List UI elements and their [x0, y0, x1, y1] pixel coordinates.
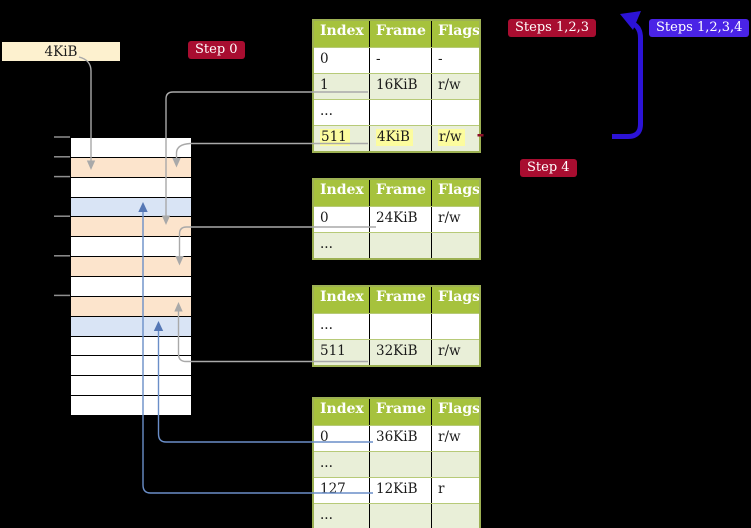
frame-cell: 24KiB: [369, 207, 431, 232]
flags-cell: [431, 100, 479, 125]
column-header-index: Index: [320, 182, 364, 198]
steps1234-badge: Steps 1,2,3,4: [649, 19, 750, 37]
table-row: ...: [314, 503, 479, 528]
index-cell: ...: [320, 317, 333, 333]
memory-cell: [71, 277, 191, 297]
column-header-flags: Flags: [431, 21, 479, 47]
column-header-index: Index: [320, 23, 364, 39]
column-header-flags: Flags: [431, 399, 479, 425]
index-cell: 127: [320, 481, 346, 497]
page-table-b: Index Frame Flags ... 511 32KiB r/w: [312, 285, 481, 367]
memory-tick-marks: [54, 136, 70, 297]
memory-cell: [71, 296, 191, 317]
table-header-row: Index Frame Flags: [314, 399, 479, 425]
step4-badge: Step 4: [520, 159, 577, 177]
table-row: 127 12KiB r: [314, 477, 479, 503]
table-header-row: Index Frame Flags: [314, 180, 479, 206]
memory-cell: [71, 257, 191, 278]
step0-badge: Step 0: [188, 41, 245, 59]
frame-cell: [369, 233, 431, 258]
frame-cell: 36KiB: [369, 426, 431, 451]
steps-loop-arrowhead-icon: [620, 11, 641, 30]
frame-cell: 12KiB: [369, 478, 431, 503]
index-cell: ...: [320, 455, 333, 471]
page-table-c: Index Frame Flags 0 36KiB r/w ... 127 12…: [312, 397, 481, 528]
frame-cell: [369, 100, 431, 125]
memory-cell: [71, 157, 191, 178]
index-cell: 0: [320, 429, 329, 445]
frame-cell: 4KiB: [369, 126, 431, 151]
table-row: ...: [314, 99, 479, 125]
highlight: r/w: [438, 129, 465, 146]
table-header-row: Index Frame Flags: [314, 21, 479, 47]
flags-cell: r: [431, 478, 479, 503]
memory-cell: [71, 177, 191, 198]
table-header-row: Index Frame Flags: [314, 287, 479, 313]
memory-cell: [71, 356, 191, 377]
frame-cell: [369, 452, 431, 477]
memory-cell: [71, 336, 191, 357]
steps-loop-arrow: [612, 21, 643, 139]
column-header-frame: Frame: [369, 21, 431, 47]
column-header-flags: Flags: [431, 287, 479, 313]
index-cell: ...: [320, 103, 333, 119]
index-cell: 0: [320, 210, 329, 226]
memory-cell: [71, 197, 191, 218]
column-header-index: Index: [320, 401, 364, 417]
flags-cell: [431, 233, 479, 258]
index-cell: 0: [320, 51, 329, 67]
page-table-a: Index Frame Flags 0 24KiB r/w ...: [312, 178, 481, 260]
index-cell: ...: [320, 236, 333, 252]
table-row: 511 32KiB r/w: [314, 339, 479, 365]
frame-cell: [369, 314, 431, 339]
memory-cell: [71, 217, 191, 238]
flags-cell: r/w: [431, 340, 479, 365]
highlight: 4KiB: [376, 129, 413, 146]
table-row: ...: [314, 451, 479, 477]
flags-cell: r/w: [431, 426, 479, 451]
frame-cell: 16KiB: [369, 74, 431, 99]
memory-cell: [71, 138, 191, 158]
frame-cell: -: [369, 48, 431, 73]
physical-memory-column: [70, 137, 192, 416]
memory-cell: [71, 316, 191, 337]
table-row: 1 16KiB r/w: [314, 73, 479, 99]
table-row: 0 - -: [314, 47, 479, 73]
column-header-frame: Frame: [369, 399, 431, 425]
page-size-label: 4KiB: [2, 42, 120, 61]
index-cell: ...: [320, 507, 333, 523]
table-row: ...: [314, 232, 479, 258]
table-row-highlighted: 511 4KiB r/w: [314, 125, 479, 151]
column-header-index: Index: [320, 289, 364, 305]
memory-cell: [71, 237, 191, 258]
flags-cell: [431, 452, 479, 477]
table-row: 0 24KiB r/w: [314, 206, 479, 232]
table-row: ...: [314, 313, 479, 339]
flags-cell: r/w: [431, 207, 479, 232]
index-cell: 511: [314, 126, 369, 151]
flags-cell: r/w: [431, 74, 479, 99]
column-header-frame: Frame: [369, 180, 431, 206]
column-header-flags: Flags: [431, 180, 479, 206]
page-table-step0: Index Frame Flags 0 - - 1 16KiB r/w ... …: [312, 19, 481, 153]
index-cell: 1: [320, 77, 329, 93]
memory-cell: [71, 376, 191, 397]
flags-cell: [431, 504, 479, 528]
table-row: 0 36KiB r/w: [314, 425, 479, 451]
flags-cell: r/w: [431, 126, 479, 151]
steps123-badge: Steps 1,2,3: [508, 19, 597, 37]
memory-cell: [71, 396, 191, 416]
frame-cell: [369, 504, 431, 528]
index-cell: 511: [320, 343, 346, 359]
flags-cell: [431, 314, 479, 339]
flags-cell: -: [431, 48, 479, 73]
highlight: 511: [320, 129, 350, 146]
frame-cell: 32KiB: [369, 340, 431, 365]
column-header-frame: Frame: [369, 287, 431, 313]
